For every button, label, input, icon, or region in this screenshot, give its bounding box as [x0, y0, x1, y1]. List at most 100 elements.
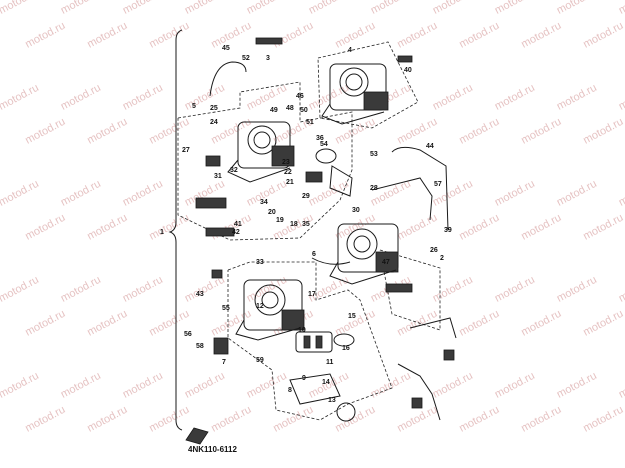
callout-label: 27: [182, 147, 190, 154]
watermark-text: motod.ru: [457, 20, 501, 51]
callout-label: 54: [320, 141, 328, 148]
needle-jet-parts: [305, 148, 353, 197]
watermark-text: motod.ru: [581, 20, 625, 51]
vent-hose: [209, 61, 247, 97]
callout-label: 48: [286, 105, 294, 112]
callout-label: 22: [284, 169, 292, 176]
watermark-text: motod.ru: [23, 116, 67, 147]
watermark-text: motod.ru: [85, 404, 129, 435]
callout-label: 3: [266, 55, 270, 62]
callout-label: 40: [404, 67, 412, 74]
callout-label: 2: [440, 255, 444, 262]
callout-label: 39: [444, 227, 452, 234]
watermark-text: motod.ru: [147, 404, 191, 435]
callout-label: 21: [286, 179, 294, 186]
figure-ref-icon: [185, 427, 209, 445]
float-chamber-lower: [289, 373, 356, 422]
callout-label: 24: [210, 119, 218, 126]
callout-label: 43: [196, 291, 204, 298]
callout-label: 14: [322, 379, 330, 386]
callout-label: 5: [192, 103, 196, 110]
callout-label: 16: [342, 345, 350, 352]
callout-label: 30: [352, 207, 360, 214]
callout-label: 34: [260, 199, 268, 206]
connecting-rod-right: [371, 177, 433, 221]
watermark-text: motod.ru: [333, 20, 377, 51]
callout-label: 47: [382, 259, 390, 266]
watermark-text: motod.ru: [431, 0, 475, 17]
watermark-text: motod.ru: [581, 116, 625, 147]
watermark-text: motod.ru: [555, 0, 599, 17]
watermark-text: motod.ru: [617, 178, 625, 209]
callout-label: 52: [242, 55, 250, 62]
watermark-text: motod.ru: [245, 82, 289, 113]
callout-label: 57: [434, 181, 442, 188]
callout-label: 8: [288, 387, 292, 394]
callout-label: 23: [282, 159, 290, 166]
screws-and-plugs: [195, 37, 455, 409]
callout-label: 44: [426, 143, 434, 150]
watermark-text: motod.ru: [271, 404, 315, 435]
figure-code: 4NK110-6112: [188, 445, 237, 454]
watermark-text: motod.ru: [59, 82, 103, 113]
subassembly-box-lower: [227, 261, 393, 421]
watermark-text: motod.ru: [369, 0, 413, 17]
watermark-text: motod.ru: [209, 212, 253, 243]
callout-label: 33: [256, 259, 264, 266]
watermark-text: motod.ru: [519, 20, 563, 51]
watermark-text: motod.ru: [209, 308, 253, 339]
watermark-text: motod.ru: [271, 20, 315, 51]
callout-label: 7: [222, 359, 226, 366]
watermark-text: motod.ru: [457, 212, 501, 243]
watermark-text: motod.ru: [395, 212, 439, 243]
watermark-text: motod.ru: [519, 116, 563, 147]
watermark-text: motod.ru: [209, 20, 253, 51]
callout-label: 12: [256, 303, 264, 310]
callout-label: 4: [348, 47, 352, 54]
callout-label: 29: [302, 193, 310, 200]
choke-rod: [397, 363, 441, 421]
watermark-text: motod.ru: [85, 212, 129, 243]
callout-label: 36: [316, 135, 324, 142]
watermark-text: motod.ru: [555, 274, 599, 305]
callout-label: 20: [268, 209, 276, 216]
watermark-text: motod.ru: [245, 274, 289, 305]
watermark-text: motod.ru: [59, 274, 103, 305]
callout-label: 51: [306, 119, 314, 126]
callout-label: 32: [230, 167, 238, 174]
watermark-text: motod.ru: [617, 82, 625, 113]
watermark-text: motod.ru: [519, 404, 563, 435]
watermark-text: motod.ru: [85, 20, 129, 51]
watermark-text: motod.ru: [245, 370, 289, 401]
float-bowl-parts: [295, 331, 355, 353]
watermark-text: motod.ru: [493, 274, 537, 305]
watermark-text: motod.ru: [307, 82, 351, 113]
subassembly-box-mid: [379, 249, 441, 331]
callout-label: 59: [256, 357, 264, 364]
watermark-text: motod.ru: [121, 274, 165, 305]
callout-label: 42: [232, 229, 240, 236]
watermark-text: motod.ru: [0, 178, 41, 209]
callout-label: 6: [312, 251, 316, 258]
fuel-pipe: [311, 257, 351, 265]
callout-label: 10: [298, 327, 306, 334]
carburetor-body-middle-right: [329, 223, 399, 285]
watermark-text: motod.ru: [121, 370, 165, 401]
watermark-text: motod.ru: [121, 0, 165, 17]
watermark-text: motod.ru: [519, 212, 563, 243]
callout-label: 11: [326, 359, 334, 366]
watermark-text: motod.ru: [0, 0, 41, 17]
callout-label: 45: [222, 45, 230, 52]
watermark-text: motod.ru: [369, 178, 413, 209]
watermark-text: motod.ru: [493, 178, 537, 209]
watermark-text: motod.ru: [23, 308, 67, 339]
watermark-text: motod.ru: [147, 212, 191, 243]
callout-label: 15: [348, 313, 356, 320]
watermark-text: motod.ru: [493, 82, 537, 113]
callout-label: 56: [184, 331, 192, 338]
callout-label: 41: [234, 221, 242, 228]
watermark-text: motod.ru: [59, 370, 103, 401]
watermark-text: motod.ru: [307, 0, 351, 17]
watermark-text: motod.ru: [457, 308, 501, 339]
